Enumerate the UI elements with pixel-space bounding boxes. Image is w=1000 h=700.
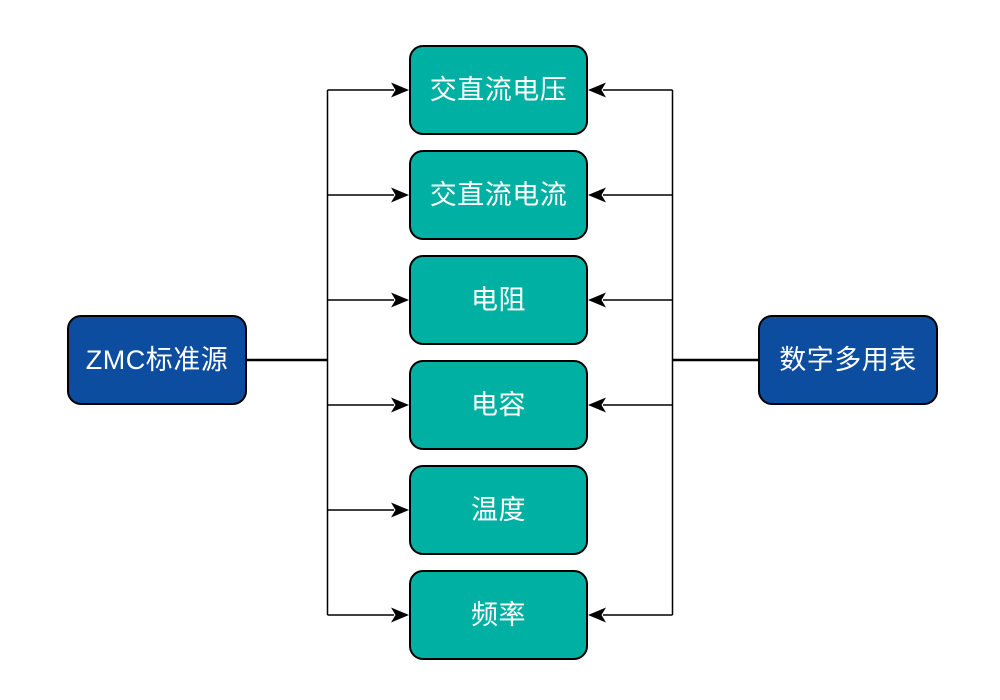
node-digital-multimeter: 数字多用表 [758,315,938,405]
node-item-temperature-label: 温度 [471,494,526,525]
node-item-acdc-current: 交直流电流 [409,150,588,240]
arrow-into-resistance-right [588,292,606,308]
arrow-into-capacitance-left [391,397,409,413]
arrow-into-temperature-left [391,502,409,518]
node-item-frequency: 频率 [409,570,588,660]
node-item-acdc-current-label: 交直流电流 [429,179,568,210]
node-item-acdc-voltage: 交直流电压 [409,45,588,135]
arrow-into-current-left [391,187,409,203]
arrow-into-voltage-right [588,82,606,98]
node-item-capacitance: 电容 [409,360,588,450]
arrow-into-frequency-left [391,607,409,623]
node-item-resistance: 电阻 [409,255,588,345]
node-item-temperature: 温度 [409,465,588,555]
arrow-into-resistance-left [391,292,409,308]
arrow-into-frequency-right [588,607,606,623]
node-item-resistance-label: 电阻 [471,284,526,315]
node-item-frequency-label: 频率 [471,599,526,630]
arrow-into-capacitance-right [588,397,606,413]
node-zmc-source: ZMC标准源 [67,315,247,405]
arrow-into-voltage-left [391,82,409,98]
node-item-acdc-voltage-label: 交直流电压 [429,74,568,105]
node-item-capacitance-label: 电容 [471,389,526,420]
node-digital-multimeter-label: 数字多用表 [779,344,917,375]
arrow-into-current-right [588,187,606,203]
node-zmc-source-label: ZMC标准源 [85,344,229,375]
